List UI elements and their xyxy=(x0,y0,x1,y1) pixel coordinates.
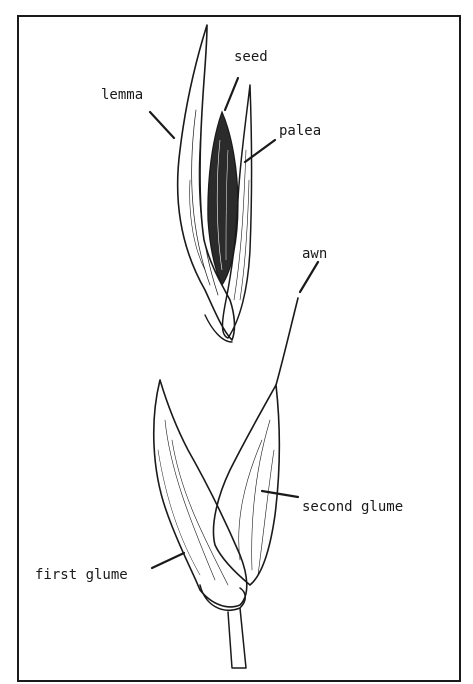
awn-leader xyxy=(300,262,318,292)
seed-leader xyxy=(225,78,238,110)
second-glume-leader xyxy=(262,491,298,497)
label-first-glume: first glume xyxy=(35,567,128,583)
label-awn: awn xyxy=(302,246,327,262)
glumes-drawing xyxy=(154,298,298,668)
first-glume-leader xyxy=(152,553,184,568)
label-second-glume: second glume xyxy=(302,499,403,515)
palea-leader xyxy=(245,140,275,162)
lemma-leader xyxy=(150,112,174,138)
awn-shape xyxy=(276,298,298,385)
first-glume-shape xyxy=(154,380,247,607)
label-seed: seed xyxy=(234,49,268,65)
label-lemma: lemma xyxy=(101,87,143,103)
floret-drawing xyxy=(178,25,252,342)
label-palea: palea xyxy=(279,123,321,139)
stem-shape xyxy=(228,608,246,668)
